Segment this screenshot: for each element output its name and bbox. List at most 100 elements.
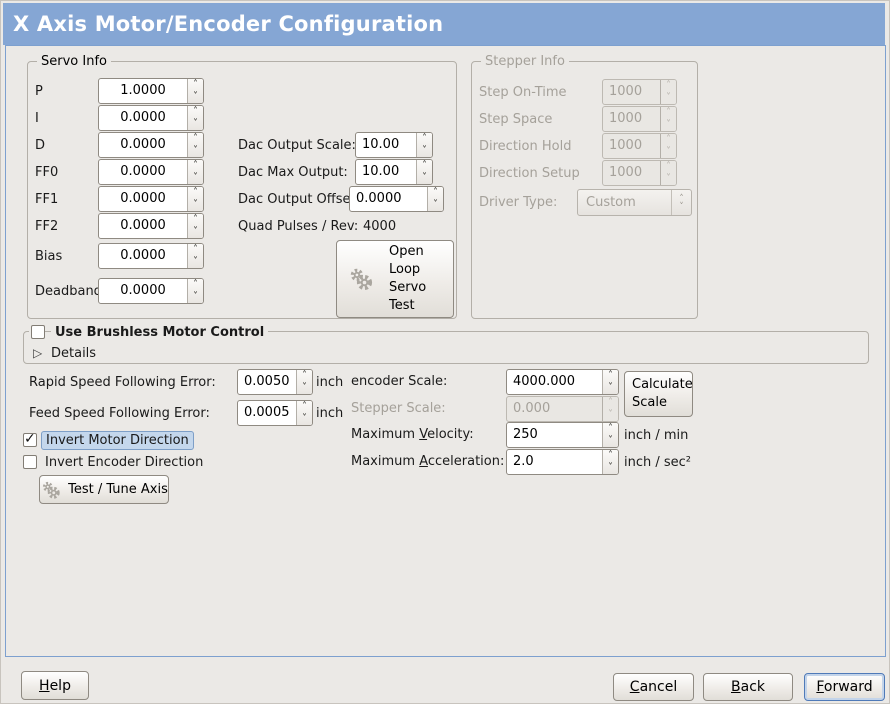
ff1-spinbox[interactable]: 0.0000 [98, 186, 204, 212]
spin-up-icon[interactable] [188, 214, 203, 226]
help-button-label: Help [39, 677, 71, 694]
spin-down-icon[interactable] [603, 382, 618, 394]
spinner-buttons[interactable] [602, 370, 618, 394]
details-expander-label[interactable]: Details [51, 346, 97, 361]
spin-down-icon[interactable] [188, 199, 203, 211]
spin-down-icon[interactable] [297, 382, 312, 394]
spinner-buttons [660, 107, 676, 131]
spinner-buttons[interactable] [187, 244, 203, 268]
spin-up-icon[interactable] [297, 370, 312, 382]
servo-info-group: Servo Info [27, 54, 457, 319]
use-brushless-label[interactable]: Use Brushless Motor Control [51, 325, 269, 340]
spinner-buttons[interactable] [187, 106, 203, 130]
d-spinbox[interactable]: 0.0000 [98, 132, 204, 158]
deadband-spinbox[interactable]: 0.0000 [98, 278, 204, 304]
back-button-label: Back [731, 679, 765, 695]
ff2-spinbox[interactable]: 0.0000 [98, 213, 204, 239]
spin-up-icon[interactable] [603, 450, 618, 462]
feed-following-error-spinbox[interactable]: 0.0005 [237, 400, 313, 426]
spin-down-icon[interactable] [603, 462, 618, 474]
dac-output-scale-spinbox[interactable]: 10.00 [355, 132, 433, 158]
spinner-buttons [660, 134, 676, 158]
spinner-buttons[interactable] [416, 133, 432, 157]
maximum-velocity-unit: inch / min [624, 428, 689, 443]
spin-up-icon[interactable] [428, 187, 443, 199]
invert-motor-label[interactable]: Invert Motor Direction [41, 431, 194, 450]
spin-up-icon[interactable] [417, 133, 432, 145]
spin-down-icon[interactable] [188, 118, 203, 130]
spinner-buttons [660, 80, 676, 104]
invert-encoder-label[interactable]: Invert Encoder Direction [45, 455, 204, 470]
spinner-buttons[interactable] [187, 160, 203, 184]
direction-setup-spinbox: 1000 [602, 160, 677, 186]
spinner-buttons[interactable] [187, 133, 203, 157]
dac-output-offset-spinbox[interactable]: 0.0000 [349, 186, 444, 212]
bias-spinbox[interactable]: 0.0000 [98, 243, 204, 269]
stepper-scale-label: Stepper Scale: [351, 401, 446, 416]
spinner-buttons[interactable] [187, 79, 203, 103]
spinner-buttons[interactable] [187, 187, 203, 211]
maximum-acceleration-spinbox[interactable]: 2.0 [506, 449, 619, 475]
spin-up-icon[interactable] [297, 401, 312, 413]
spin-down-icon[interactable] [297, 413, 312, 425]
maximum-acceleration-label: Maximum Acceleration: [351, 454, 505, 469]
spin-up-icon[interactable] [188, 244, 203, 256]
spinner-buttons[interactable] [602, 423, 618, 447]
spinner-buttons[interactable] [187, 279, 203, 303]
spin-down-icon[interactable] [417, 145, 432, 157]
dac-max-output-label: Dac Max Output: [238, 165, 348, 180]
dac-max-output-spinbox[interactable]: 10.00 [355, 159, 433, 185]
help-button[interactable]: Help [21, 671, 89, 700]
maximum-velocity-spinbox[interactable]: 250 [506, 422, 619, 448]
open-loop-servo-test-button[interactable]: Open Loop Servo Test [336, 240, 454, 318]
spin-down-icon[interactable] [428, 199, 443, 211]
spinner-buttons[interactable] [296, 370, 312, 394]
spinner-buttons[interactable] [296, 401, 312, 425]
dac-output-scale-label: Dac Output Scale: [238, 138, 356, 153]
spin-down-icon[interactable] [188, 256, 203, 268]
use-brushless-checkbox[interactable]: ✓ [31, 325, 45, 339]
spin-up-icon[interactable] [188, 160, 203, 172]
forward-button[interactable]: Forward [804, 673, 885, 701]
expander-icon[interactable]: ▷ [33, 346, 43, 360]
spin-up-icon[interactable] [188, 133, 203, 145]
invert-motor-checkbox[interactable]: ✓ [23, 431, 37, 447]
spin-up-icon[interactable] [188, 279, 203, 291]
gears-icon [43, 481, 60, 499]
spinner-buttons[interactable] [416, 160, 432, 184]
invert-encoder-checkbox[interactable]: ✓ [23, 455, 37, 469]
spin-up-icon[interactable] [188, 79, 203, 91]
spin-up-icon[interactable] [417, 160, 432, 172]
spin-down-icon[interactable] [188, 172, 203, 184]
spin-down-icon[interactable] [188, 91, 203, 103]
test-tune-axis-button[interactable]: Test / Tune Axis [39, 475, 169, 504]
spin-down-icon[interactable] [188, 145, 203, 157]
back-button[interactable]: Back [703, 673, 793, 701]
calculate-scale-button[interactable]: Calculate Scale [624, 371, 693, 417]
spin-down-icon[interactable] [417, 172, 432, 184]
spin-up-icon [661, 107, 676, 119]
dac-output-offset-label: Dac Output Offset: [238, 192, 360, 207]
spin-down-icon[interactable] [188, 226, 203, 238]
feed-following-error-unit: inch [316, 406, 344, 421]
rapid-following-error-spinbox[interactable]: 0.0050 [237, 369, 313, 395]
spin-down-icon[interactable] [188, 291, 203, 303]
encoder-scale-label: encoder Scale: [351, 374, 448, 389]
p-spinbox[interactable]: 1.0000 [98, 78, 204, 104]
spinner-buttons[interactable] [187, 214, 203, 238]
spin-up-icon[interactable] [188, 187, 203, 199]
cancel-button[interactable]: Cancel [613, 673, 694, 701]
spin-up-icon[interactable] [188, 106, 203, 118]
spin-down-icon[interactable] [603, 435, 618, 447]
rapid-following-error-unit: inch [316, 375, 344, 390]
i-spinbox[interactable]: 0.0000 [98, 105, 204, 131]
step-space-label: Step Space [479, 112, 553, 127]
page-title: X Axis Motor/Encoder Configuration [13, 12, 444, 36]
stepper-info-group: Stepper Info [471, 54, 698, 319]
spin-up-icon[interactable] [603, 370, 618, 382]
ff0-spinbox[interactable]: 0.0000 [98, 159, 204, 185]
spinner-buttons[interactable] [427, 187, 443, 211]
spinner-buttons[interactable] [602, 450, 618, 474]
spin-up-icon[interactable] [603, 423, 618, 435]
encoder-scale-spinbox[interactable]: 4000.000 [506, 369, 619, 395]
